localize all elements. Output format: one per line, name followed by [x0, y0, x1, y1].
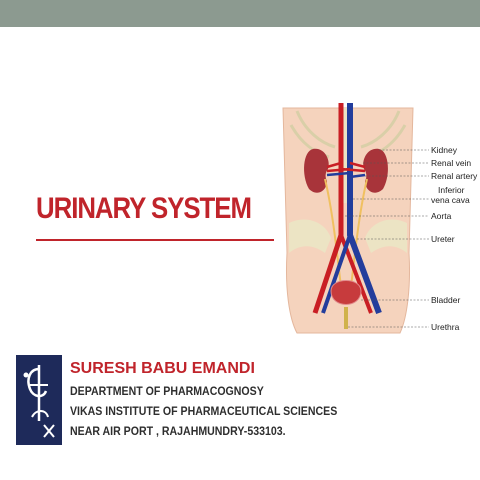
vena-cava-left-branch	[321, 234, 352, 314]
leader-lines	[345, 149, 429, 328]
slide-title: URINARY SYSTEM	[36, 192, 252, 225]
urinary-anatomy-diagram: Kidney Renal vein Renal artery Inferior …	[282, 103, 478, 334]
author-address: NEAR AIR PORT , RAJAHMUNDRY-533103.	[70, 426, 286, 438]
label-bladder: Bladder	[431, 295, 460, 305]
label-renal-artery: Renal artery	[431, 171, 478, 181]
bladder	[330, 280, 362, 305]
author-name: SURESH BABU EMANDI	[70, 360, 255, 377]
title-underline	[36, 239, 274, 241]
label-vena-cava: vena cava	[431, 195, 470, 205]
label-inferior: Inferior	[438, 185, 465, 195]
label-aorta: Aorta	[431, 211, 452, 221]
label-urethra: Urethra	[431, 322, 460, 332]
label-kidney: Kidney	[431, 145, 458, 155]
top-bar	[0, 0, 480, 27]
institute-logo	[16, 355, 62, 445]
label-renal-vein: Renal vein	[431, 158, 471, 168]
renal-veins	[326, 171, 366, 179]
author-institute: VIKAS INSTITUTE OF PHARMACEUTICAL SCIENC…	[70, 406, 338, 418]
pelvis	[289, 219, 407, 253]
left-kidney	[304, 148, 329, 193]
author-department: DEPARTMENT OF PHARMACOGNOSY	[70, 386, 264, 398]
label-ureter: Ureter	[431, 234, 455, 244]
right-ureter	[350, 178, 368, 288]
urethra	[344, 307, 348, 329]
left-ureter	[324, 178, 342, 288]
renal-vessels	[326, 161, 366, 173]
right-kidney	[363, 148, 388, 193]
